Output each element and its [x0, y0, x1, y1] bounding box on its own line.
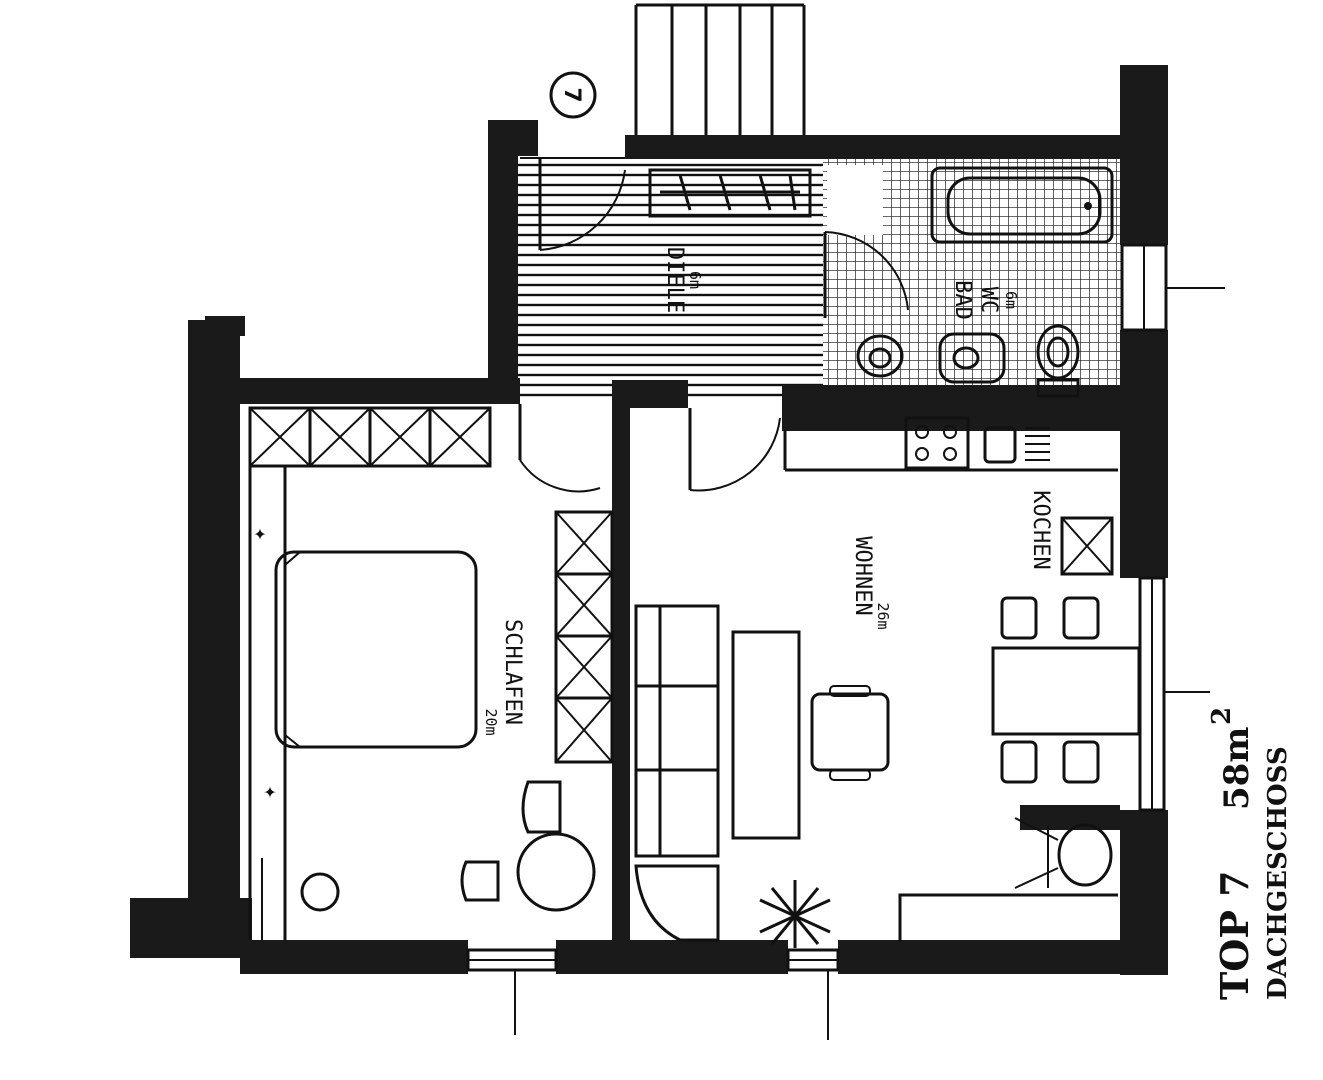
kitchen-counter	[783, 416, 1118, 576]
desk	[898, 817, 1118, 942]
svg-text:KOCHEN: KOCHEN	[1028, 490, 1053, 569]
entrance-door	[520, 157, 626, 251]
svg-text:26m: 26m	[874, 602, 892, 629]
svg-text:✦: ✦	[263, 779, 276, 804]
bathroom-fixtures	[856, 324, 1080, 398]
window-schlafen	[466, 948, 558, 1035]
armchair	[810, 685, 890, 781]
bathtub	[930, 166, 1114, 244]
svg-text:DACHGESCHOSS: DACHGESCHOSS	[1263, 746, 1293, 1000]
svg-text:58m: 58m	[1217, 727, 1257, 810]
svg-text:7: 7	[559, 87, 584, 102]
label-schlafen: SCHLAFEN 20m	[482, 619, 525, 736]
svg-text:20m: 20m	[482, 708, 500, 735]
schlafen-door	[518, 404, 601, 493]
svg-text:WC: WC	[976, 287, 1001, 314]
walls	[130, 65, 1168, 975]
svg-text:WOHNEN: WOHNEN	[850, 536, 875, 615]
window-wohnen-bottom	[786, 948, 840, 1040]
label-bad: BAD WC 6m	[950, 280, 1020, 320]
svg-text:SCHLAFEN: SCHLAFEN	[500, 619, 525, 725]
svg-text:2: 2	[1207, 707, 1237, 725]
plant	[759, 880, 831, 948]
schlafen-table	[300, 780, 596, 912]
double-bed: ✦ ✦	[248, 466, 478, 940]
label-diele: DIELE 6m	[662, 247, 704, 313]
svg-text:BAD: BAD	[950, 280, 975, 320]
schlafen-wardrobe-top	[248, 406, 492, 468]
svg-text:✦: ✦	[253, 521, 266, 546]
diele-wardrobe	[648, 168, 812, 218]
sofa	[634, 604, 720, 942]
coffee-table	[731, 630, 801, 840]
label-wohnen: WOHNEN 26m	[850, 536, 892, 629]
label-kochen: KOCHEN	[1028, 490, 1053, 569]
schlafen-wardrobe-side	[554, 510, 614, 764]
stairs	[634, 3, 806, 135]
dining-table	[991, 596, 1141, 784]
window-bad	[1120, 243, 1225, 332]
title-block: TOP 7 58m 2 DACHGESCHOSS	[1207, 707, 1293, 1000]
diele-floor	[518, 158, 823, 400]
unit-number-badge: 7	[549, 71, 597, 119]
svg-text:TOP 7: TOP 7	[1212, 870, 1257, 1000]
window-wohnen	[1138, 576, 1210, 812]
svg-text:6m: 6m	[1002, 291, 1020, 309]
wohnen-door	[688, 408, 781, 492]
svg-text:DIELE: DIELE	[662, 247, 687, 313]
svg-text:6m: 6m	[686, 271, 704, 289]
bad-door	[823, 165, 909, 318]
